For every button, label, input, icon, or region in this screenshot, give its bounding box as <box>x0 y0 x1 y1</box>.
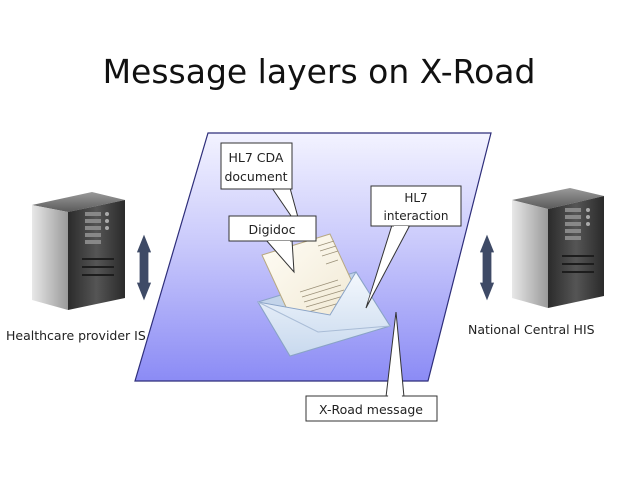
page-title: Message layers on X-Road <box>102 52 536 91</box>
hl7-interaction-label-line2: interaction <box>384 209 449 223</box>
national-central-label: National Central HIS <box>468 322 595 337</box>
envelope-with-letter-icon <box>257 233 391 357</box>
healthcare-provider-server-icon <box>32 192 125 310</box>
left-double-arrow-icon <box>135 231 153 304</box>
hl7-cda-label-line1: HL7 CDA <box>229 150 284 165</box>
healthcare-provider-label: Healthcare provider IS <box>6 328 146 343</box>
digidoc-label: Digidoc <box>249 222 296 237</box>
xroad-message-label: X-Road message <box>319 402 423 417</box>
right-double-arrow-icon <box>478 231 496 304</box>
hl7-cda-label-line2: document <box>224 169 287 184</box>
callout-hl7-interaction: HL7 interaction <box>365 185 462 309</box>
callout-xroad-message: X-Road message <box>305 311 438 422</box>
callout-digidoc: Digidoc <box>228 215 317 274</box>
national-central-server-icon <box>512 188 604 308</box>
hl7-interaction-label-line1: HL7 <box>404 191 427 205</box>
